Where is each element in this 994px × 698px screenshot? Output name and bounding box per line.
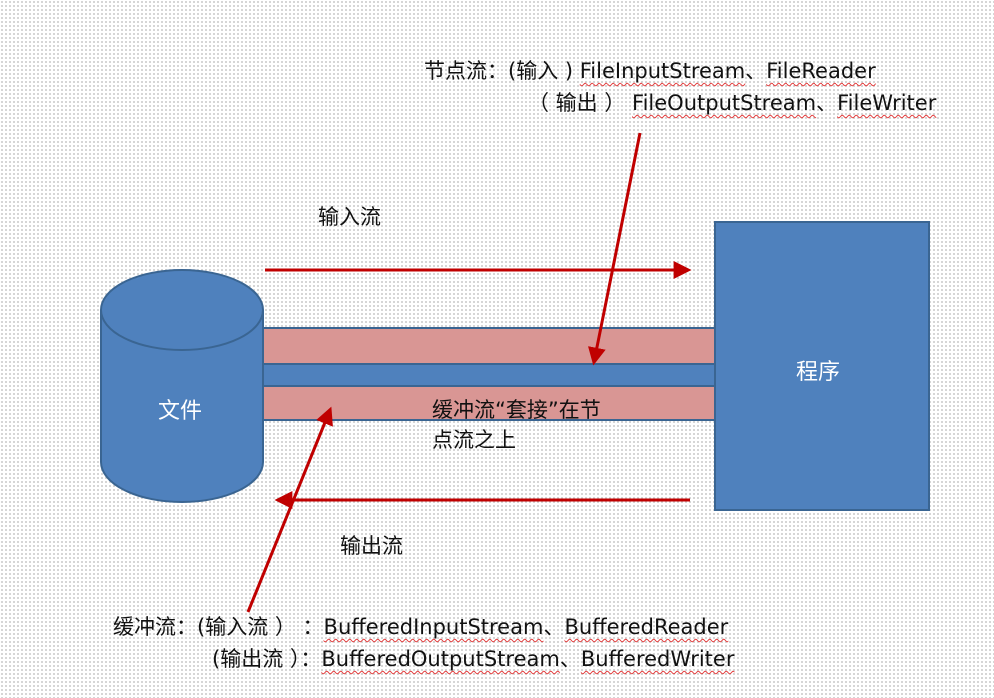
buffered-output-stream-class: BufferedOutputStream (321, 647, 560, 671)
node-stream-input-prefix: (输入 ) (508, 59, 580, 83)
buffered-writer-class: BufferedWriter (580, 647, 735, 671)
buffered-reader-class: BufferedReader (564, 615, 729, 639)
separator: 、 (816, 91, 838, 115)
node-stream-output-prefix: （ 输出 ） (528, 91, 633, 115)
separator: 、 (559, 647, 581, 671)
file-writer-class: FileWriter (837, 91, 937, 115)
separator: 、 (745, 59, 767, 83)
buffer-note-line1: 缓冲流“套接”在节 (432, 398, 601, 422)
file-output-stream-class: FileOutputStream (632, 91, 817, 115)
middle-band (261, 363, 717, 387)
buffered-stream-input-prefix: (输入流 ） ： (197, 615, 324, 639)
buffered-stream-pointer-arrow (246, 406, 333, 613)
buffered-stream-label: 缓冲流： (113, 615, 197, 639)
buffered-stream-input-line: 缓冲流：(输入流 ） ：BufferedInputStream、Buffered… (113, 617, 728, 638)
node-stream-output-line: （ 输出 ） FileOutputStream、FileWriter (528, 93, 936, 114)
separator: 、 (543, 615, 565, 639)
buffered-stream-output-line: (输出流 ）：BufferedOutputStream、BufferedWrit… (212, 649, 734, 670)
program-label: 程序 (796, 360, 841, 385)
node-stream-label: 节点流： (424, 59, 508, 83)
buffered-input-stream-class: BufferedInputStream (323, 615, 544, 639)
buffer-note: 缓冲流“套接”在节 点流之上 (432, 395, 601, 456)
node-stream-band-bottom (261, 385, 717, 421)
node-stream-band-top (261, 327, 717, 365)
file-cylinder (100, 269, 264, 503)
node-stream-input-line: 节点流：(输入 ) FileInputStream、FileReader (424, 61, 876, 82)
buffer-note-line2: 点流之上 (432, 428, 516, 453)
file-input-stream-class: FileInputStream (579, 59, 746, 83)
file-label: 文件 (158, 399, 203, 424)
buffered-stream-output-prefix: (输出流 ）： (212, 647, 322, 671)
input-flow-label: 输入流 (318, 205, 381, 229)
output-flow-label: 输出流 (340, 534, 403, 558)
program-box (714, 221, 930, 511)
node-stream-pointer-arrow (588, 132, 642, 366)
file-reader-class: FileReader (766, 59, 876, 83)
